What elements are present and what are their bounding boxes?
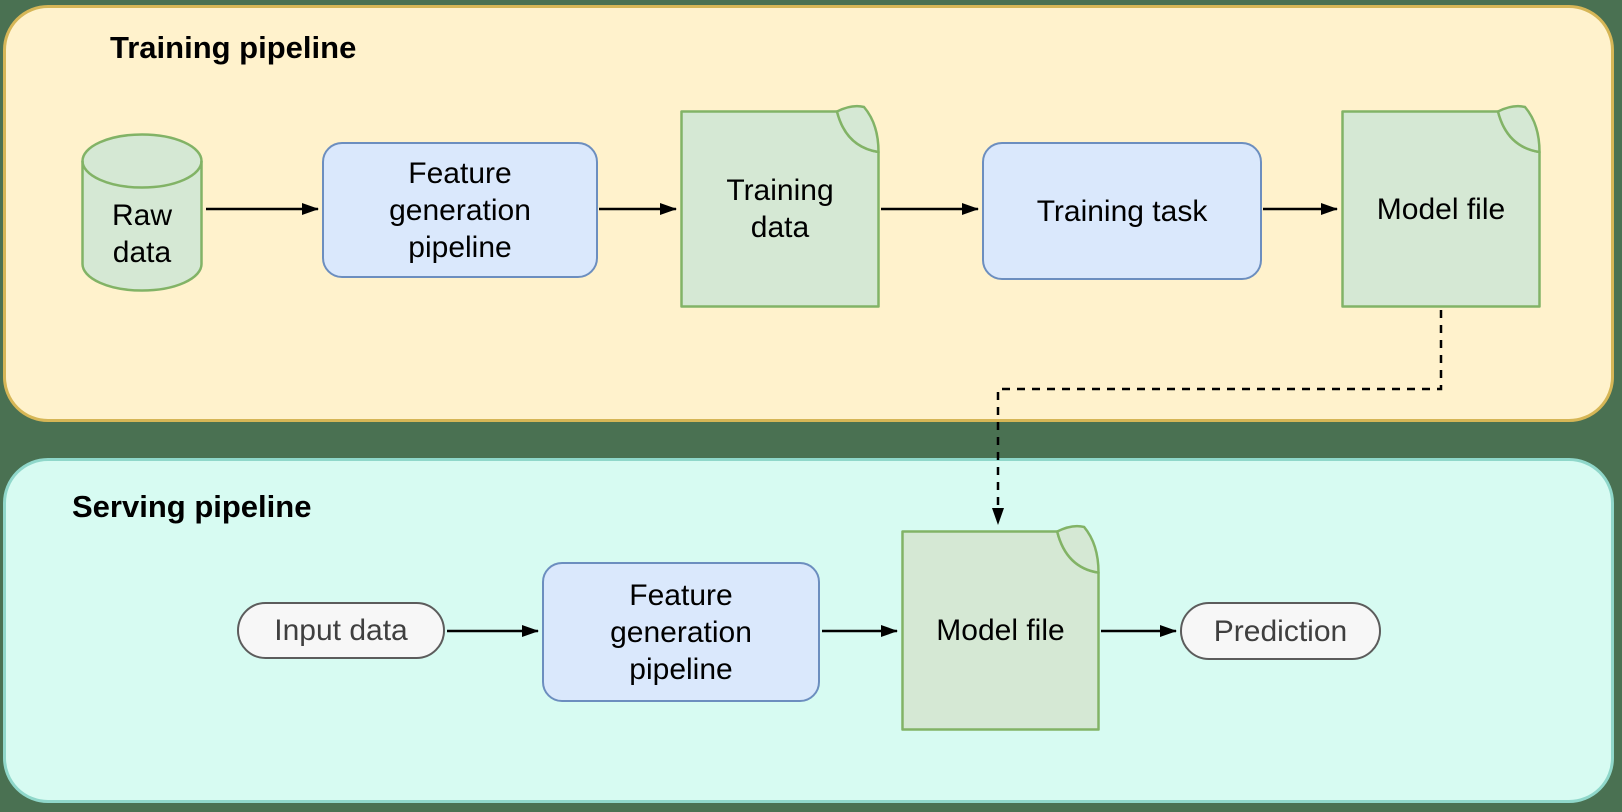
file-document-icon <box>901 524 1100 731</box>
training-pipeline-title: Training pipeline <box>110 30 357 65</box>
raw-data-label: Raw data <box>111 198 172 269</box>
model-file-label-serving: Model file <box>936 614 1065 647</box>
feature-generation-label-training: Feature generation pipeline <box>389 156 531 264</box>
training-data-label: Training data <box>726 174 834 244</box>
serving-pipeline-title: Serving pipeline <box>72 489 312 524</box>
model-file-node-serving: Model file <box>901 524 1100 731</box>
model-file-node-training: Model file <box>1341 104 1541 308</box>
feature-generation-label-serving: Feature generation pipeline <box>610 578 752 686</box>
prediction-label: Prediction <box>1213 614 1348 648</box>
training-task-label: Training task <box>1036 194 1208 228</box>
file-document-icon <box>680 104 880 308</box>
training-data-node: Training data <box>680 104 880 308</box>
feature-generation-node-training: Feature generation pipeline <box>322 142 598 278</box>
feature-generation-node-serving: Feature generation pipeline <box>542 562 820 702</box>
model-file-label-training: Model file <box>1376 192 1506 226</box>
input-data-node: Input data <box>237 602 445 659</box>
file-document-icon <box>1341 104 1541 308</box>
training-task-node: Training task <box>982 142 1262 280</box>
input-data-label: Input data <box>274 614 408 647</box>
prediction-node: Prediction <box>1180 602 1381 660</box>
database-cylinder-icon <box>81 133 203 292</box>
raw-data-node: Raw data <box>81 133 203 292</box>
